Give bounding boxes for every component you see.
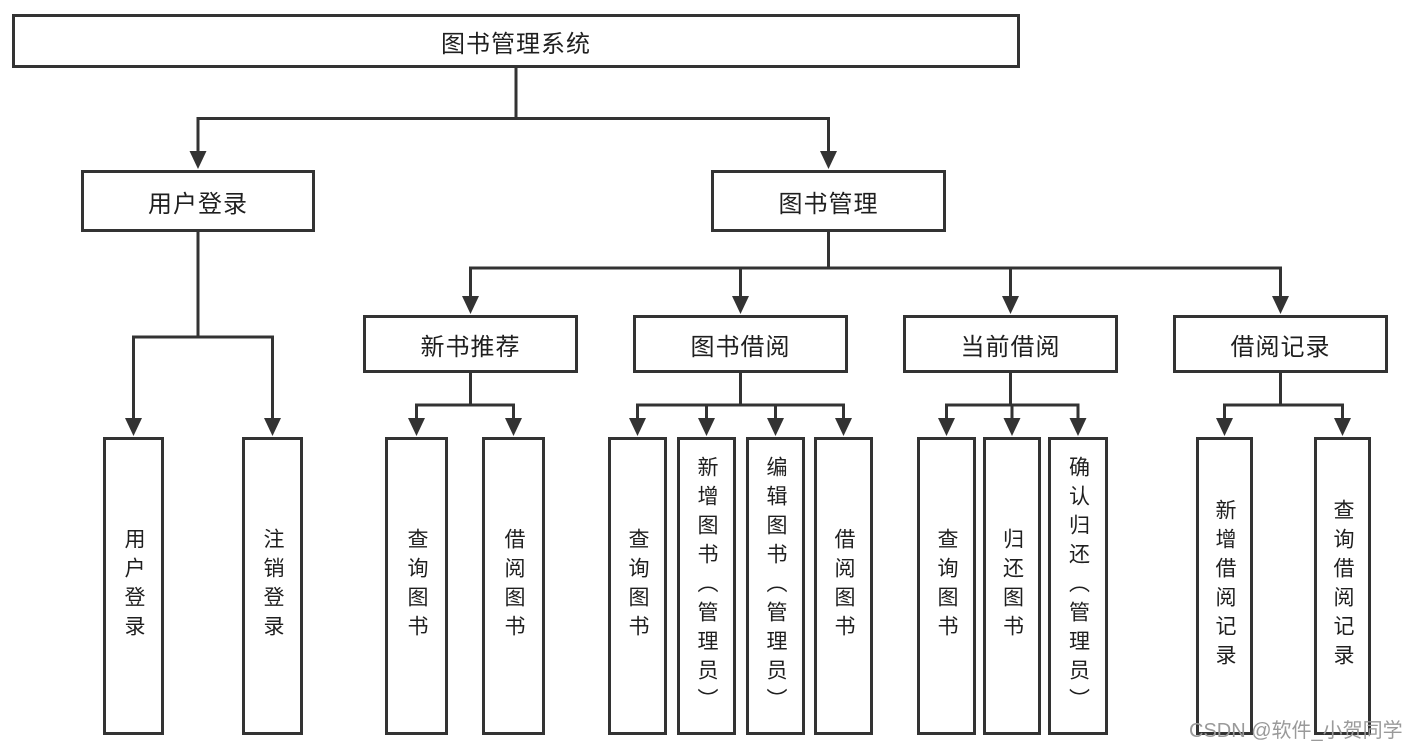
- leaf-query-books-borrow-label: 查询图书: [626, 528, 649, 644]
- leaf-borrow-books-recommend-label: 借阅图书: [502, 528, 525, 644]
- connector-book-management-to-level2: [462, 231, 1289, 314]
- leaf-add-book-admin-label: 新增图书（管理员）: [695, 455, 718, 717]
- leaf-query-borrow-record: 查询借阅记录: [1314, 437, 1371, 735]
- leaf-user-login-label: 用户登录: [122, 528, 145, 644]
- connector-borrow-records-to-leaves: [1216, 371, 1351, 436]
- node-root: 图书管理系统: [12, 14, 1020, 68]
- leaf-add-borrow-record-label: 新增借阅记录: [1213, 499, 1236, 673]
- connector-new-book-to-leaves: [408, 371, 522, 436]
- leaf-confirm-return-admin: 确认归还（管理员）: [1048, 437, 1108, 735]
- leaf-borrow-books-recommend: 借阅图书: [482, 437, 545, 735]
- leaf-borrow-books-borrow: 借阅图书: [814, 437, 873, 735]
- leaf-return-book-label: 归还图书: [1000, 528, 1024, 644]
- leaf-query-books-recommend-label: 查询图书: [405, 528, 428, 644]
- leaf-add-book-admin: 新增图书（管理员）: [677, 437, 736, 735]
- leaf-confirm-return-admin-label: 确认归还（管理员）: [1066, 455, 1090, 717]
- leaf-query-books-current-label: 查询图书: [935, 528, 958, 644]
- leaf-add-borrow-record: 新增借阅记录: [1196, 437, 1253, 735]
- leaf-edit-book-admin: 编辑图书（管理员）: [746, 437, 805, 735]
- leaf-borrow-books-borrow-label: 借阅图书: [832, 528, 855, 644]
- connector-book-borrow-to-leaves: [629, 371, 852, 436]
- connector-root-to-level1: [189, 67, 837, 169]
- node-user-login: 用户登录: [81, 170, 315, 232]
- leaf-query-borrow-record-label: 查询借阅记录: [1331, 499, 1354, 673]
- node-book-borrow-label: 图书借阅: [690, 333, 791, 361]
- node-new-book-recommend-label: 新书推荐: [420, 333, 521, 361]
- leaf-query-books-recommend: 查询图书: [385, 437, 448, 735]
- connector-current-borrow-to-leaves: [938, 371, 1087, 436]
- node-current-borrow-label: 当前借阅: [960, 333, 1061, 361]
- leaf-return-book: 归还图书: [983, 437, 1041, 735]
- node-new-book-recommend: 新书推荐: [363, 315, 578, 373]
- node-root-label: 图书管理系统: [441, 30, 591, 58]
- leaf-user-login: 用户登录: [103, 437, 164, 735]
- leaf-logout: 注销登录: [242, 437, 303, 735]
- leaf-edit-book-admin-label: 编辑图书（管理员）: [764, 455, 787, 717]
- node-book-management: 图书管理: [711, 170, 946, 232]
- connector-user-login-to-leaves: [125, 231, 281, 436]
- leaf-logout-label: 注销登录: [261, 528, 284, 644]
- node-current-borrow: 当前借阅: [903, 315, 1118, 373]
- leaf-query-books-borrow: 查询图书: [608, 437, 667, 735]
- leaf-query-books-current: 查询图书: [917, 437, 976, 735]
- node-book-management-label: 图书管理: [778, 190, 879, 218]
- node-user-login-label: 用户登录: [148, 190, 248, 218]
- node-book-borrow: 图书借阅: [633, 315, 848, 373]
- node-borrow-records: 借阅记录: [1173, 315, 1388, 373]
- node-borrow-records-label: 借阅记录: [1230, 333, 1331, 361]
